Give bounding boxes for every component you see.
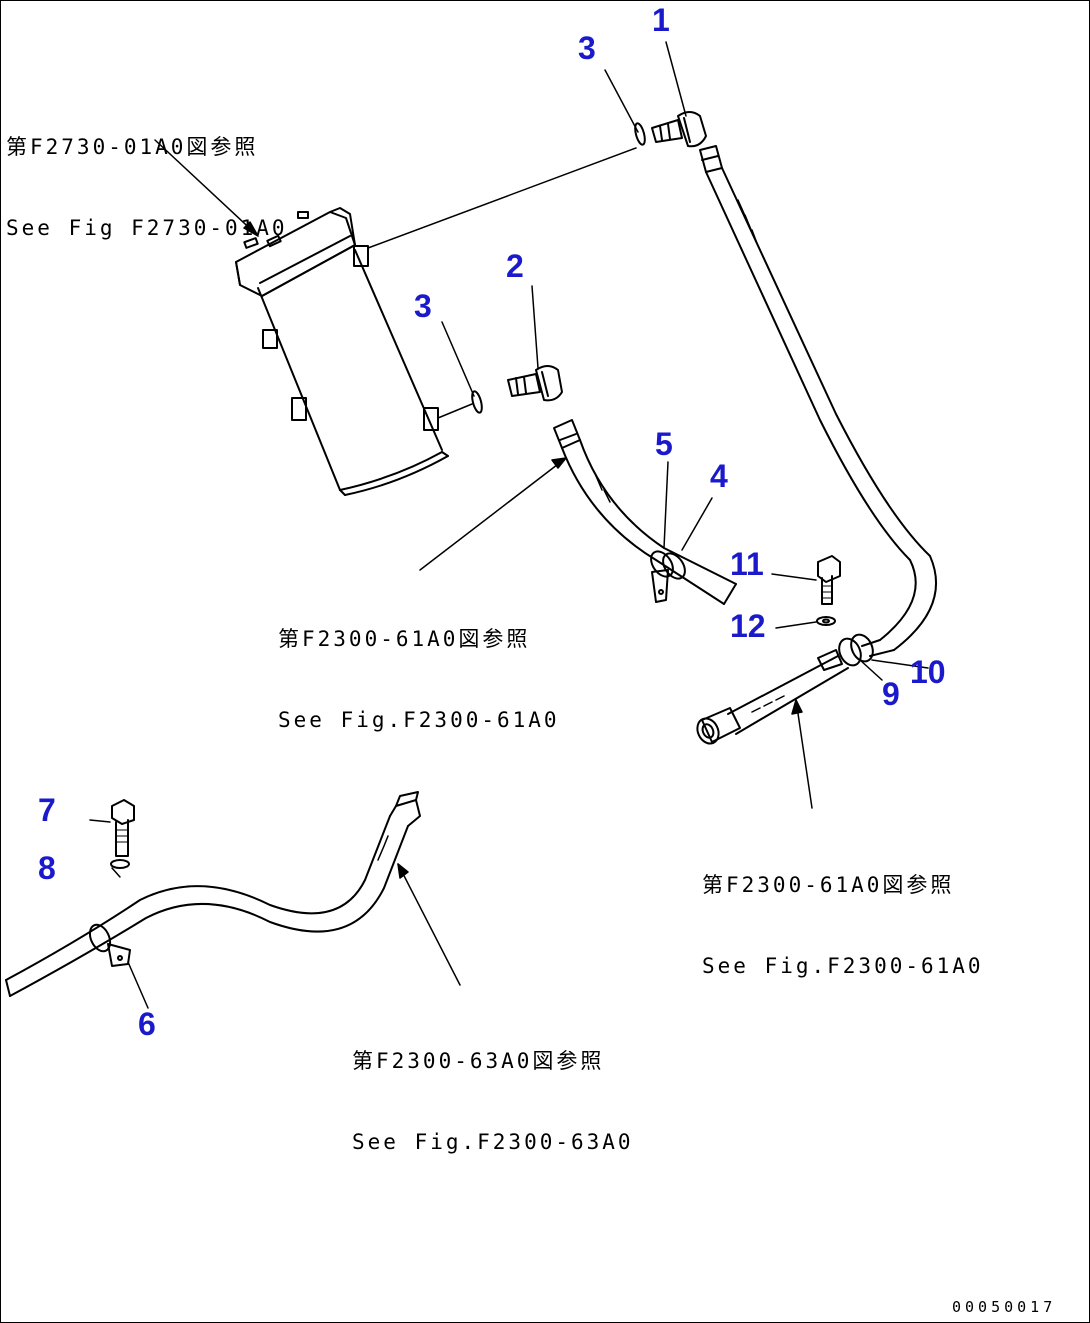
- part-1-elbow: [651, 111, 707, 148]
- hose-reference-right-en: See Fig.F2300-61A0: [702, 954, 984, 978]
- part-3-oring-upper: [634, 122, 646, 146]
- callout-3: 3: [414, 288, 432, 324]
- callout-9: 9: [882, 676, 900, 712]
- part-6-clamp: [88, 923, 131, 967]
- filter-reference-en: See Fig F2730-01A0: [6, 216, 288, 240]
- callout-8: 8: [38, 850, 56, 886]
- callout-4: 4: [710, 458, 728, 494]
- callout-10: 10: [910, 654, 946, 690]
- middle-hose: [553, 419, 737, 605]
- hose-reference-note-right: 第F2300-61A0図参照 See Fig.F2300-61A0: [702, 818, 984, 1034]
- callout-11: 11: [730, 546, 764, 582]
- callout-6: 6: [138, 1006, 156, 1042]
- part-9-10-clamp: [816, 616, 874, 671]
- callout-1: 1: [652, 2, 670, 38]
- callout-7: 7: [38, 792, 56, 828]
- filter-reference-note: 第F2730-01A0図参照 See Fig F2730-01A0: [6, 80, 288, 296]
- part-2-elbow: [507, 365, 563, 402]
- part-7-bolt: [111, 799, 135, 857]
- hose-reference-mid-jp: 第F2300-61A0図参照: [278, 627, 531, 651]
- filter-assembly: [235, 207, 449, 496]
- part-11-bolt: [817, 555, 841, 605]
- callout-2: 2: [506, 248, 524, 284]
- part-4-5-clamp: [650, 550, 686, 603]
- hose-reference-right-jp: 第F2300-61A0図参照: [702, 873, 955, 897]
- callout-5: 5: [655, 426, 673, 462]
- leader-lines: [89, 41, 929, 1009]
- callout-12: 12: [730, 608, 766, 644]
- right-hose: [696, 145, 938, 745]
- hose-reference-bottom-en: See Fig.F2300-63A0: [352, 1130, 634, 1154]
- hose-reference-mid-en: See Fig.F2300-61A0: [278, 708, 560, 732]
- hose-reference-note-bottom: 第F2300-63A0図参照 See Fig.F2300-63A0: [352, 994, 634, 1210]
- drawing-code: 00050017: [952, 1298, 1057, 1316]
- callout-3: 3: [578, 30, 596, 66]
- bottom-hose: [5, 791, 421, 997]
- hose-reference-note-mid: 第F2300-61A0図参照 See Fig.F2300-61A0: [278, 572, 560, 788]
- hose-reference-bottom-jp: 第F2300-63A0図参照: [352, 1049, 605, 1073]
- part-3-oring-lower: [471, 390, 483, 414]
- part-8-washer: [110, 859, 130, 869]
- filter-reference-jp: 第F2730-01A0図参照: [6, 135, 259, 159]
- reference-arrows: [154, 139, 813, 986]
